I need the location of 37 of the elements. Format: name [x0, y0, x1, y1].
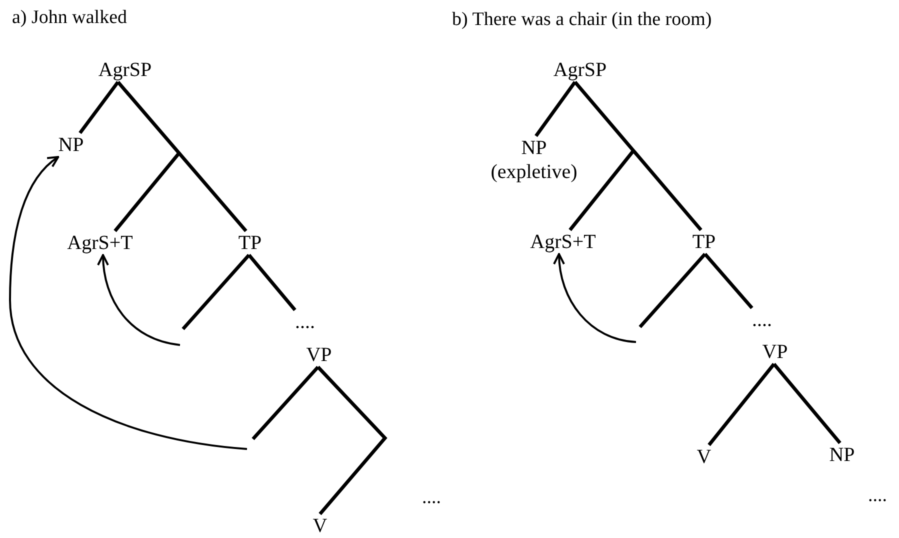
tree-branch [316, 366, 388, 516]
tree-branch [248, 254, 296, 312]
tree-branch [116, 80, 248, 232]
tree-branch [114, 150, 182, 232]
tree-branch [568, 148, 636, 232]
tree-branch [704, 252, 754, 310]
tree-branch [252, 366, 320, 440]
category-label: .... [752, 308, 772, 332]
category-label: NP [521, 136, 547, 160]
category-label: AgrS+T [67, 231, 133, 255]
panel-caption: b) There was a chair (in the room) [452, 8, 712, 32]
category-label: TP [238, 231, 262, 255]
panel-caption: a) John walked [12, 6, 128, 30]
movement-arrow [9, 156, 248, 450]
category-label: (expletive) [490, 160, 578, 184]
category-label: NP [58, 133, 84, 157]
category-label: VP [306, 343, 332, 367]
movement-arrow [98, 254, 180, 346]
tree-branch [534, 80, 576, 138]
ellipsis-label: .... [868, 484, 887, 508]
category-label: NP [829, 443, 855, 467]
category-label: TP [692, 230, 716, 254]
category-label: AgrSP [553, 58, 607, 82]
tree-branch [708, 362, 776, 446]
tree-branch [78, 80, 120, 134]
category-label: AgrSP [98, 58, 152, 82]
ellipsis-label: .... [422, 486, 441, 510]
movement-arrow [554, 253, 636, 343]
category-label: .... [295, 310, 315, 334]
tree-branch [182, 254, 250, 330]
category-label: V [312, 514, 328, 538]
category-label: AgrS+T [530, 230, 596, 254]
tree-branch [772, 362, 842, 444]
tree-branch [638, 252, 706, 328]
category-label: V [696, 445, 712, 469]
category-label: VP [762, 340, 788, 364]
tree-branch [574, 80, 702, 232]
